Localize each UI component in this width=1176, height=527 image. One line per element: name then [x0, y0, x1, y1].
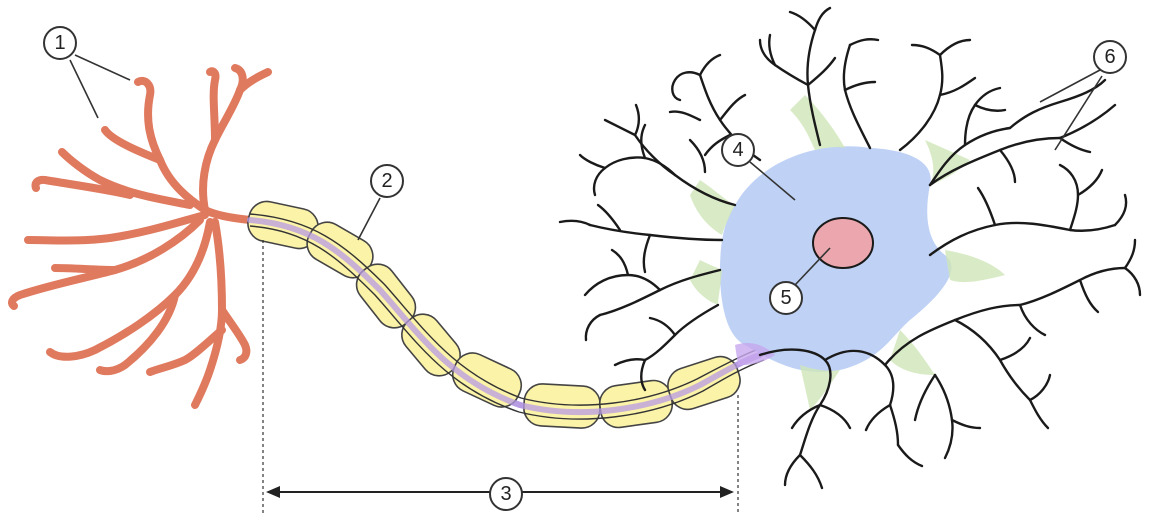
label-3: 3: [500, 483, 511, 505]
callout-1: 1: [43, 26, 77, 60]
callout-5: 5: [769, 281, 803, 315]
label-1: 1: [54, 32, 65, 54]
label-2: 2: [381, 170, 392, 192]
label-5: 5: [780, 287, 791, 309]
axon-terminals: [8, 64, 272, 409]
arrow-left-icon: [266, 486, 280, 498]
leader-lines: [69, 54, 1103, 286]
myelin-sheath: [247, 200, 765, 429]
callout-6: 6: [1093, 40, 1127, 74]
callout-circle-icon: [769, 281, 803, 315]
label-4: 4: [732, 139, 743, 161]
arrow-right-icon: [720, 486, 734, 498]
callout-circle-icon: [1093, 40, 1127, 74]
dendrites: [558, 6, 1142, 490]
label-6: 6: [1104, 46, 1115, 68]
nucleus: [812, 217, 874, 269]
callout-4: 4: [721, 133, 755, 167]
callout-2: 2: [370, 164, 404, 198]
callout-circle-icon: [370, 164, 404, 198]
callout-3: 3: [489, 477, 523, 511]
callout-circle-icon: [721, 133, 755, 167]
myelin-segment: [451, 352, 523, 408]
callout-circle-icon: [43, 26, 77, 60]
callout-circle-icon: [489, 477, 523, 511]
